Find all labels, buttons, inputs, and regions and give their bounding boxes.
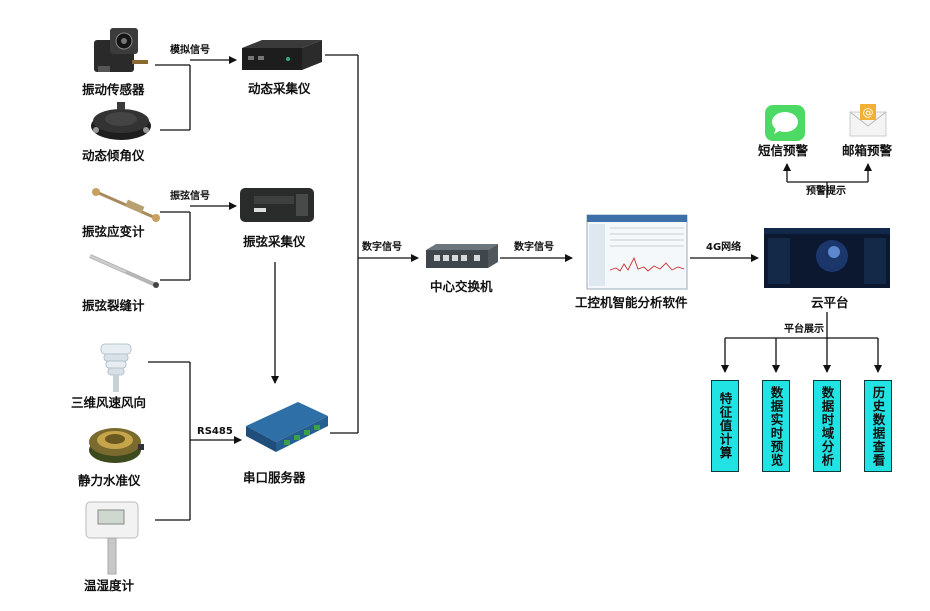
function-box-realtime-preview: 数据实时预览	[762, 380, 790, 472]
sms-alert-icon	[765, 105, 805, 141]
dynamic-tilt-label: 动态倾角仪	[82, 148, 145, 163]
vw-crack-meter-icon	[89, 254, 159, 288]
dynamic-collector-icon	[242, 40, 322, 70]
dynamic-collector-label: 动态采集仪	[248, 81, 311, 96]
svg-text:@: @	[863, 106, 874, 119]
vw-strain-gauge-label: 振弦应变计	[82, 224, 145, 239]
rs485-label: RS485	[197, 426, 233, 437]
serial-server-label: 串口服务器	[243, 470, 306, 485]
temp-humidity-label: 温湿度计	[84, 578, 135, 593]
email-alert-icon: @	[849, 104, 887, 137]
sms-alert-label: 短信预警	[758, 143, 809, 158]
vibration-sensor-icon	[94, 28, 148, 72]
vw-collector-label: 振弦采集仪	[243, 234, 306, 249]
serial-server-icon	[246, 402, 328, 452]
email-alert-label: 邮箱预警	[842, 143, 893, 158]
network-switch-icon	[426, 244, 498, 268]
alarm-prompt-label: 预警提示	[806, 186, 846, 197]
platform-display-label: 平台展示	[784, 324, 824, 335]
static-level-label: 静力水准仪	[78, 473, 141, 488]
ipc-software-label: 工控机智能分析软件	[575, 295, 688, 310]
function-box-history: 历史数据查看	[864, 380, 892, 472]
wind-3d-sensor-icon	[100, 343, 132, 392]
cloud-platform-screenshot-icon	[764, 228, 890, 288]
vw-crack-meter-label: 振弦裂缝计	[82, 298, 145, 313]
network-switch-label: 中心交换机	[430, 279, 493, 294]
cloud-platform-label: 云平台	[811, 295, 849, 310]
digital-signal-label-2: 数字信号	[514, 242, 554, 253]
function-box-time-domain: 数据时域分析	[813, 380, 841, 472]
analog-signal-label: 模拟信号	[170, 45, 210, 56]
vw-strain-gauge-icon	[92, 188, 160, 222]
static-level-icon	[89, 428, 144, 463]
ipc-software-screenshot-icon	[586, 214, 688, 290]
vw-signal-label: 振弦信号	[170, 191, 210, 202]
vibration-sensor-label: 振动传感器	[82, 82, 145, 97]
wind-3d-sensor-label: 三维风速风向	[71, 395, 147, 410]
network-4g-label: 4G网络	[706, 242, 742, 253]
temp-humidity-icon	[85, 501, 139, 575]
vw-collector-icon	[240, 188, 314, 222]
function-box-eigenvalue: 特征值计算	[711, 380, 739, 472]
dynamic-tilt-icon	[91, 102, 151, 140]
digital-signal-label-1: 数字信号	[362, 242, 402, 253]
